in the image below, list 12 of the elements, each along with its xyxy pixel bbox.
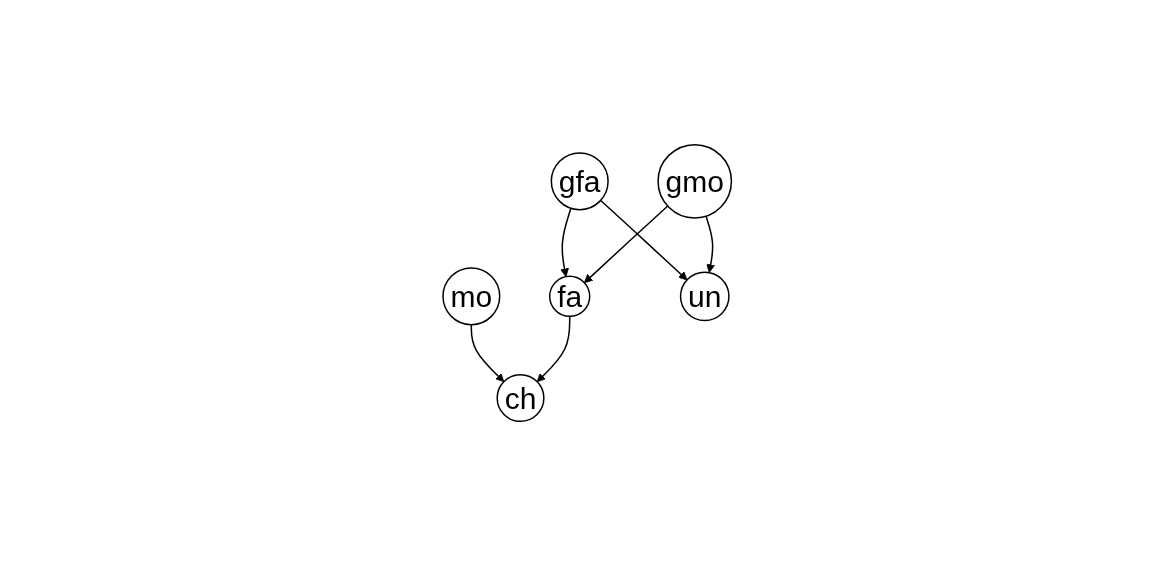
node-circle: fa (548, 275, 591, 318)
node-circle: gfa (550, 152, 609, 211)
arrow (705, 215, 715, 273)
node-circle: ch (496, 373, 545, 423)
arrow (583, 205, 669, 284)
arrow (470, 323, 505, 383)
arrow (599, 199, 688, 281)
node-circle: mo (442, 267, 501, 326)
node-circle: un (679, 271, 730, 322)
arrow (536, 315, 571, 383)
arrow (560, 207, 572, 278)
node-circle: gmo (657, 143, 732, 219)
